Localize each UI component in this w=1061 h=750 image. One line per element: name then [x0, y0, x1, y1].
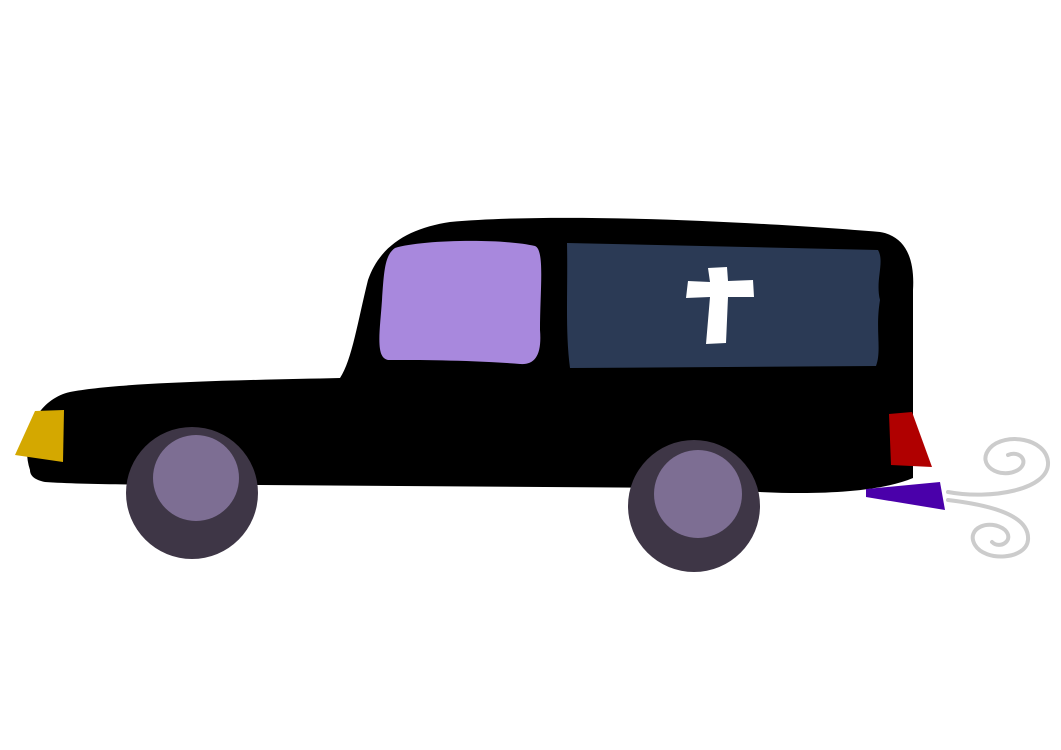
taillight [889, 412, 932, 467]
cross-icon [686, 267, 754, 344]
smoke-puffs [946, 437, 1051, 559]
exhaust-pipe [866, 482, 945, 510]
headlight [15, 410, 64, 462]
rear-wheel [628, 440, 760, 572]
rear-hubcap [654, 450, 742, 538]
front-wheel [126, 427, 258, 559]
front-window [379, 240, 542, 365]
smoke-swirl-lower [946, 498, 1031, 559]
smoke-swirl-upper [946, 437, 1051, 497]
front-hubcap [153, 435, 239, 521]
